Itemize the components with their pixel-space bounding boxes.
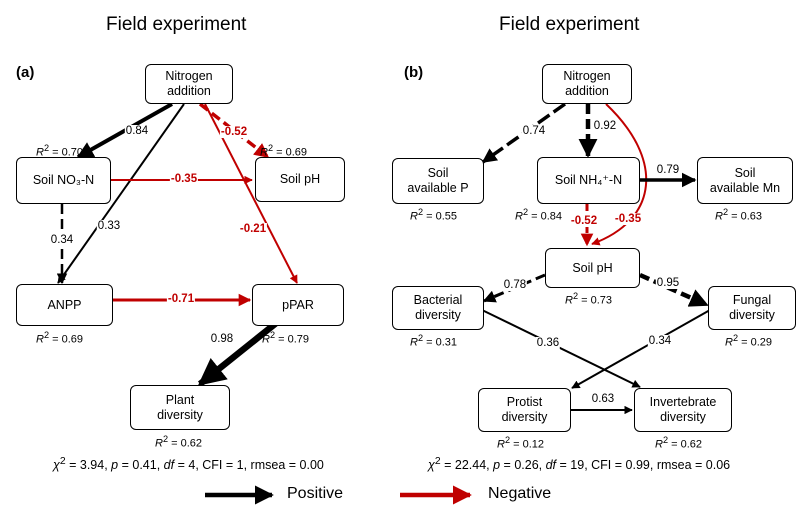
r2-b-bacterial-diversity: R2 = 0.31 xyxy=(410,333,458,349)
panel-b-title: Field experiment xyxy=(499,14,640,35)
coef-a-no3-anpp: 0.34 xyxy=(49,234,75,246)
arrow-b-bacterial-to-invertebrate xyxy=(481,309,641,388)
coef-b-ph-fungal: 0.95 xyxy=(655,277,681,289)
r2-a-soil-no3: R2 = 0.70 xyxy=(36,143,84,159)
r2-a-ppar: R2 = 0.79 xyxy=(262,330,310,346)
node-a-soil-no3: Soil NO₃-N xyxy=(16,157,111,204)
coef-b-ph-bacterial: 0.78 xyxy=(502,279,528,291)
node-b-soil-nh4: Soil NH₄⁺-N xyxy=(537,157,640,204)
panel-a-title: Field experiment xyxy=(106,14,247,35)
arrow-b-fungal-to-protist xyxy=(571,309,711,389)
r2-b-fungal-diversity: R2 = 0.29 xyxy=(725,333,773,349)
node-b-soil-available-mn: Soil available Mn xyxy=(697,157,793,204)
coef-b-nitrogen-nh4: 0.92 xyxy=(592,120,618,132)
node-b-soil-available-p: Soil available P xyxy=(392,158,484,204)
node-b-protist-diversity: Protist diversity xyxy=(478,388,571,432)
coef-b-nh4-mn: 0.79 xyxy=(655,164,681,176)
arrow-b-ph-to-fungal xyxy=(639,272,709,308)
fit-stats-a: χ2 = 3.94, p = 0.41, df = 4, CFI = 1, rm… xyxy=(53,456,324,473)
coef-b-nitrogen-p: 0.74 xyxy=(521,125,547,137)
node-a-plant-diversity: Plant diversity xyxy=(130,385,230,430)
panel-a-label: (a) xyxy=(16,64,35,81)
coef-a-nitrogen-ph: -0.52 xyxy=(219,126,249,138)
coef-b-fungal-protist: 0.34 xyxy=(647,335,673,347)
r2-a-plant-diversity: R2 = 0.62 xyxy=(155,434,203,450)
node-a-nitrogen-addition: Nitrogen addition xyxy=(145,64,233,104)
r2-a-anpp: R2 = 0.69 xyxy=(36,330,84,346)
node-b-soil-ph: Soil pH xyxy=(545,248,640,288)
arrow-a-nitrogen-to-anpp xyxy=(57,103,185,284)
node-a-ppar: pPAR xyxy=(252,284,344,326)
coef-a-ppar-plant: 0.98 xyxy=(209,333,235,345)
legend-positive-label: Positive xyxy=(287,485,344,502)
coef-b-nh4-ph: -0.52 xyxy=(569,215,599,227)
r2-a-soil-ph: R2 = 0.69 xyxy=(260,143,308,159)
r2-b-invertebrate-diversity: R2 = 0.62 xyxy=(655,435,703,451)
node-b-fungal-diversity: Fungal diversity xyxy=(708,286,796,330)
coef-a-nitrogen-ppar: -0.21 xyxy=(238,223,268,235)
arrow-a-ppar-to-plant xyxy=(197,317,283,387)
r2-b-soil-available-mn: R2 = 0.63 xyxy=(715,207,763,223)
coef-a-nitrogen-anpp: 0.33 xyxy=(96,220,122,232)
arrow-b-nitrogen-to-ph xyxy=(591,103,648,246)
r2-b-soil-ph: R2 = 0.73 xyxy=(565,291,613,307)
legend-negative-label: Negative xyxy=(488,485,552,502)
node-b-nitrogen-addition: Nitrogen addition xyxy=(542,64,632,104)
r2-b-soil-nh4: R2 = 0.84 xyxy=(515,207,563,223)
coef-b-nitrogen-ph: -0.35 xyxy=(613,213,643,225)
coef-a-no3-ph: -0.35 xyxy=(169,173,199,185)
r2-b-soil-available-p: R2 = 0.55 xyxy=(410,207,458,223)
coef-a-anpp-ppar: -0.71 xyxy=(166,293,196,305)
node-a-anpp: ANPP xyxy=(16,284,113,326)
fit-stats-b: χ2 = 22.44, p = 0.26, df = 19, CFI = 0.9… xyxy=(428,456,731,473)
r2-b-protist-diversity: R2 = 0.12 xyxy=(497,435,545,451)
node-b-bacterial-diversity: Bacterial diversity xyxy=(392,286,484,330)
panel-b-label: (b) xyxy=(404,64,424,81)
coef-a-nitrogen-no3: 0.84 xyxy=(124,125,150,137)
node-a-soil-ph: Soil pH xyxy=(255,157,345,202)
coef-b-protist-invertebrate: 0.63 xyxy=(590,393,616,405)
node-b-invertebrate-diversity: Invertebrate diversity xyxy=(634,388,732,432)
coef-b-bacterial-invertebrate: 0.36 xyxy=(535,337,561,349)
